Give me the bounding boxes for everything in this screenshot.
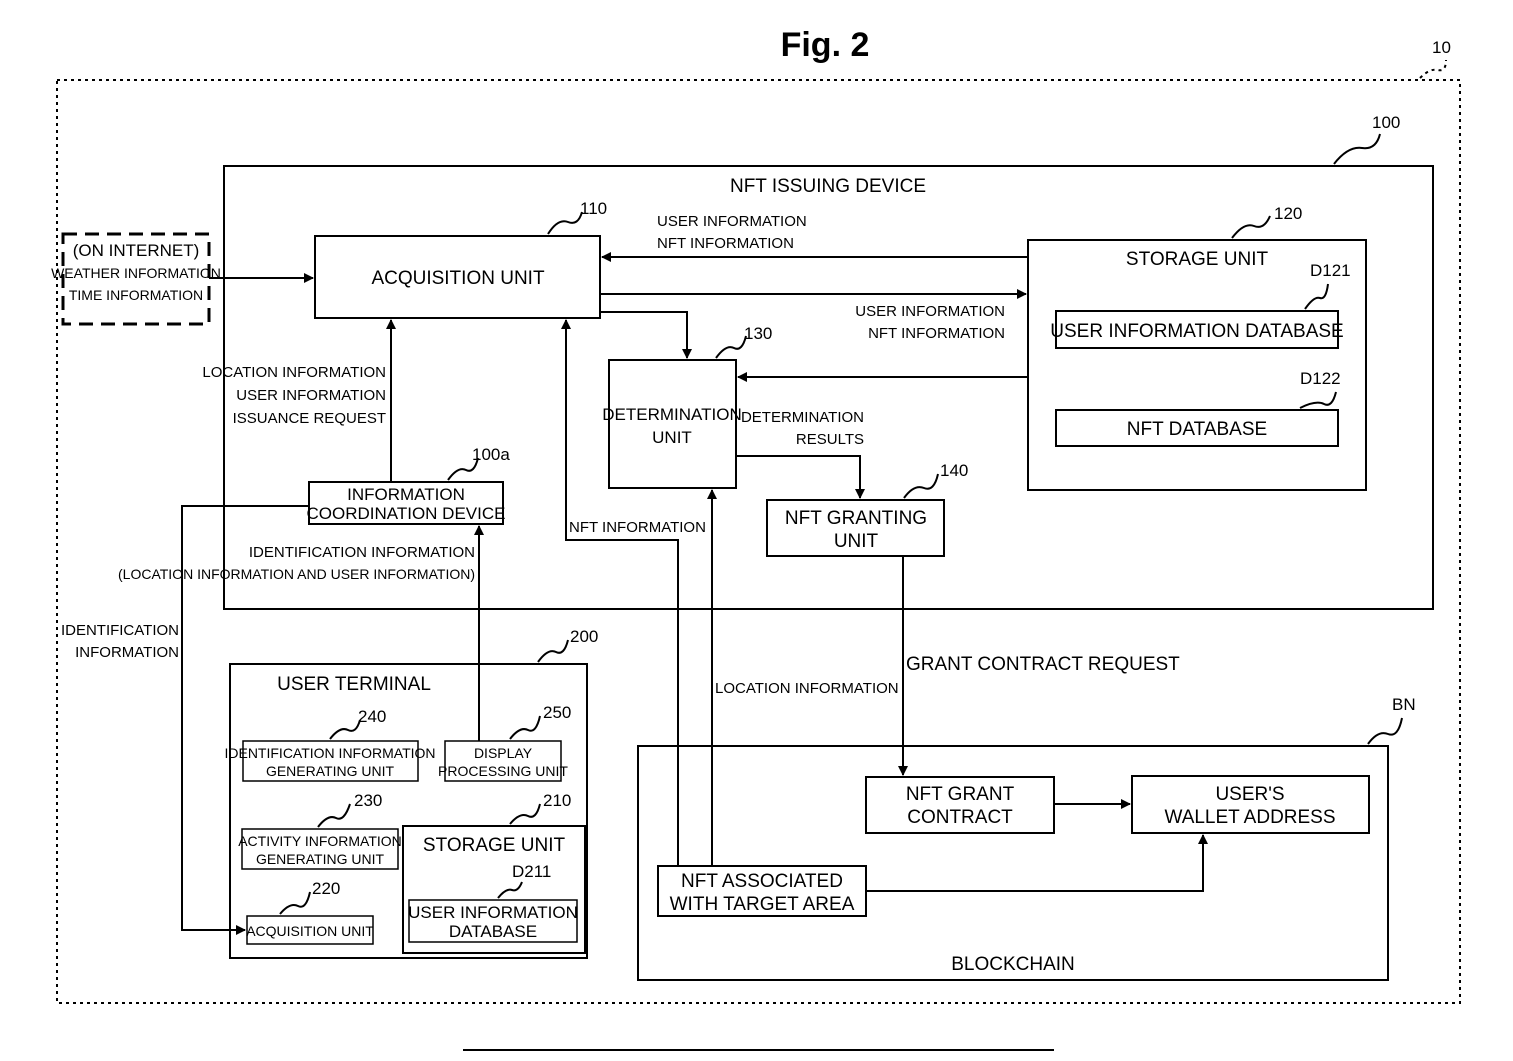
wallet-address-line-1: USER'S [1215, 784, 1284, 805]
ref-acquisition-unit: 110 [580, 199, 607, 218]
nft-target-area-line-2: WITH TARGET AREA [670, 894, 855, 915]
nft-grant-contract-line-2: CONTRACT [907, 807, 1013, 828]
nft-database-label: NFT DATABASE [1127, 419, 1267, 440]
flow-determination-results-line-1: DETERMINATION [741, 409, 864, 426]
determination-unit-line-1: DETERMINATION [602, 405, 741, 424]
flow-coord-to-acq-line-3: ISSUANCE REQUEST [233, 410, 386, 427]
identification-generating-line-2: GENERATING UNIT [266, 763, 395, 779]
ref-terminal-storage: 210 [543, 791, 571, 810]
nft-granting-unit-line-2: UNIT [834, 531, 879, 552]
flow-determination-results-line-2: RESULTS [796, 431, 864, 448]
figure-title: Fig. 2 [781, 26, 870, 64]
terminal-db-line-2: DATABASE [449, 922, 537, 941]
flow-coord-to-acq-line-2: USER INFORMATION [236, 387, 386, 404]
nft-granting-unit-line-1: NFT GRANTING [785, 508, 927, 529]
ref-terminal-acquisition: 220 [312, 879, 340, 898]
ref-nft-granting-unit: 140 [940, 461, 968, 480]
coordination-device-line-2: COORDINATION DEVICE [307, 504, 506, 523]
ref-system-leader [1420, 60, 1446, 78]
determination-unit-line-2: UNIT [652, 428, 692, 447]
flow-identification-to-terminal-line-2: INFORMATION [75, 644, 179, 661]
terminal-db-line-1: USER INFORMATION [408, 903, 578, 922]
display-processing-line-1: DISPLAY [474, 745, 533, 761]
ref-blockchain-leader [1368, 718, 1402, 744]
ref-user-terminal: 200 [570, 627, 598, 646]
wallet-address-line-2: WALLET ADDRESS [1164, 807, 1335, 828]
user-terminal-label: USER TERMINAL [277, 674, 431, 695]
ref-nft-issuing-device-leader [1334, 134, 1380, 164]
nft-issuing-device-label: NFT ISSUING DEVICE [730, 176, 926, 197]
acquisition-unit-label: ACQUISITION UNIT [371, 268, 545, 289]
flow-nft-information: NFT INFORMATION [569, 519, 706, 536]
flow-acq-to-storage-line-2: NFT INFORMATION [868, 325, 1005, 342]
storage-unit-label: STORAGE UNIT [1126, 249, 1269, 270]
ref-blockchain: BN [1392, 695, 1416, 714]
coordination-device-line-1: INFORMATION [347, 485, 465, 504]
internet-line-2: WEATHER INFORMATION [51, 265, 221, 281]
ref-nft-db: D122 [1300, 369, 1341, 388]
ref-activity-generating: 230 [354, 791, 382, 810]
ref-terminal-db: D211 [512, 862, 551, 881]
blockchain-label: BLOCKCHAIN [951, 954, 1075, 975]
flow-storage-to-acq-line-2: NFT INFORMATION [657, 235, 794, 252]
flow-grant-contract-request: GRANT CONTRACT REQUEST [906, 654, 1180, 675]
nft-target-area-line-1: NFT ASSOCIATED [681, 871, 843, 892]
identification-generating-line-1: IDENTIFICATION INFORMATION [224, 745, 435, 761]
terminal-acquisition-label: ACQUISITION UNIT [246, 923, 374, 939]
internet-line-1: (ON INTERNET) [73, 241, 200, 260]
ref-storage-unit: 120 [1274, 204, 1302, 223]
flow-identification-to-terminal-line-1: IDENTIFICATION [61, 622, 179, 639]
flow-location-information: LOCATION INFORMATION [715, 680, 899, 697]
ref-display-processing: 250 [543, 703, 571, 722]
display-processing-line-2: PROCESSING UNIT [438, 763, 568, 779]
user-info-database-label: USER INFORMATION DATABASE [1050, 321, 1343, 342]
terminal-storage-label: STORAGE UNIT [423, 835, 566, 856]
flow-acq-to-storage-line-1: USER INFORMATION [855, 303, 1005, 320]
determination-unit [609, 360, 736, 488]
ref-nft-issuing-device: 100 [1372, 113, 1400, 132]
flow-identification-to-coord-line-2: (LOCATION INFORMATION AND USER INFORMATI… [118, 566, 475, 582]
ref-user-info-db: D121 [1310, 261, 1351, 280]
flow-identification-to-coord-line-1: IDENTIFICATION INFORMATION [249, 544, 475, 561]
activity-generating-line-1: ACTIVITY INFORMATION [238, 833, 402, 849]
ref-system: 10 [1432, 38, 1451, 57]
nft-grant-contract-line-1: NFT GRANT [906, 784, 1015, 805]
activity-generating-line-2: GENERATING UNIT [256, 851, 385, 867]
flow-coord-to-acq-line-1: LOCATION INFORMATION [202, 364, 386, 381]
ref-determination-unit: 130 [744, 324, 772, 343]
internet-line-3: TIME INFORMATION [69, 287, 203, 303]
flow-storage-to-acq-line-1: USER INFORMATION [657, 213, 807, 230]
ref-user-terminal-leader [538, 640, 568, 662]
ref-id-generating: 240 [358, 707, 386, 726]
